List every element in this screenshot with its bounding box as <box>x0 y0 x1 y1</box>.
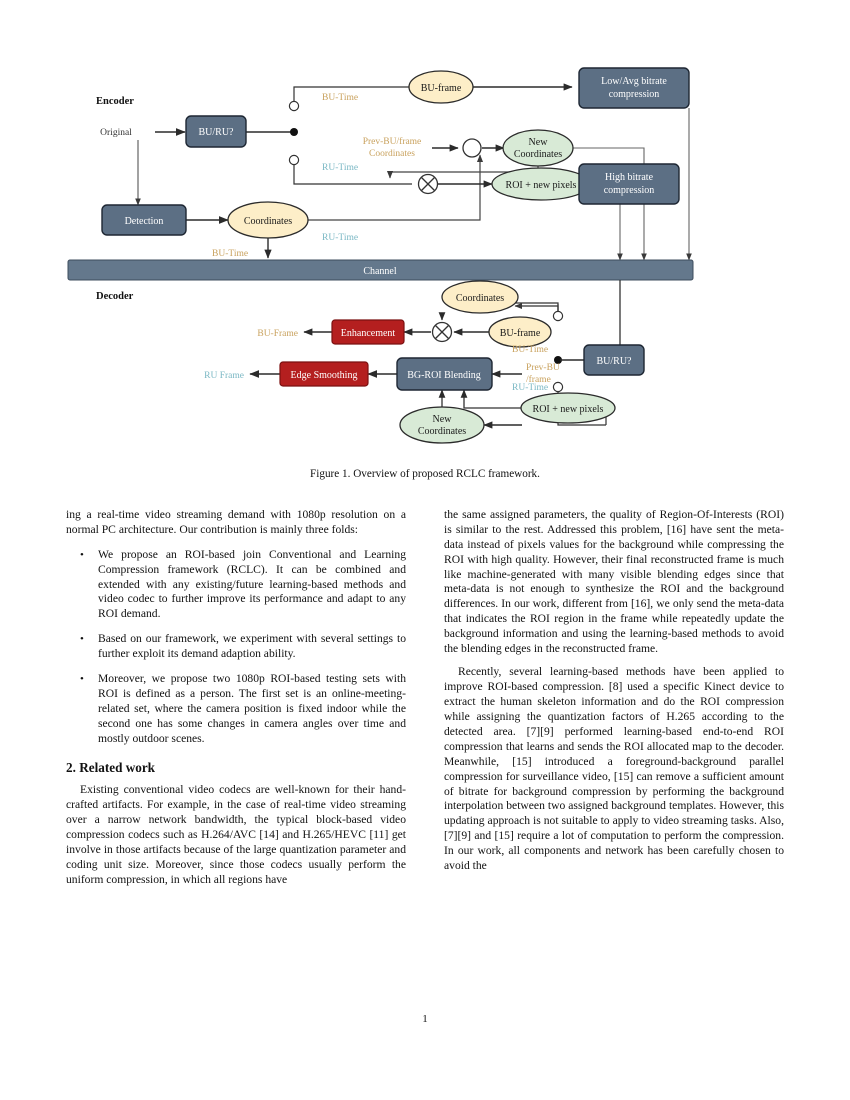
encoder-new-coords-line2: Coordinates <box>514 149 562 160</box>
bu-frame-output-label: BU-Frame <box>257 329 298 339</box>
encoder-bu-time-bottom-label: BU-Time <box>212 249 248 259</box>
decoder-new-coordinates-node: New Coordinates <box>399 406 485 444</box>
left-paragraph-2: Existing conventional video codecs are w… <box>66 783 406 886</box>
edge-smoothing-node: Edge Smoothing <box>279 361 369 387</box>
original-label: Original <box>100 128 132 138</box>
encoder-bu-ru-node: BU/RU? <box>185 115 247 148</box>
encoder-roi-new-pixels-label: ROI + new pixels <box>506 180 577 191</box>
high-bitrate-node: High bitrate compression <box>578 163 680 205</box>
channel-bar: Channel <box>67 259 694 281</box>
left-paragraph-1: ing a real-time video streaming demand w… <box>66 508 406 536</box>
decoder-coordinates-node: Coordinates <box>441 280 519 314</box>
encoder-ru-time-bottom-label: RU-Time <box>322 233 358 243</box>
right-paragraph-1: the same assigned parameters, the qualit… <box>444 508 784 656</box>
prev-bu-frame-decoder-label-group: Prev-BU /frame <box>526 363 560 385</box>
decoder-bu-frame-node: BU-frame <box>488 316 552 348</box>
prev-bu-frame-line2: Coordinates <box>369 149 415 159</box>
decoder-roi-new-pixels-node: ROI + new pixels <box>520 392 616 424</box>
enhancement-label: Enhancement <box>341 328 396 339</box>
encoder-section-label: Encoder <box>96 96 134 107</box>
page-number: 1 <box>422 1013 428 1025</box>
decoder-ru-time-label: RU-Time <box>512 383 548 393</box>
encoder-bu-frame-node: BU-frame <box>408 70 474 104</box>
prev-bu-frame-coordinates-label-group: Prev-BU/frame Coordinates <box>363 136 422 159</box>
right-paragraph-2: Recently, several learning-based methods… <box>444 665 784 872</box>
left-text-column: ing a real-time video streaming demand w… <box>66 508 406 888</box>
channel-label: Channel <box>363 266 397 277</box>
encoder-new-coordinates-node: New Coordinates <box>502 129 574 167</box>
decoder-section-label: Decoder <box>96 291 134 302</box>
encoder-new-coords-line1: New <box>529 137 549 148</box>
figure-caption: Figure 1. Overview of proposed RCLC fram… <box>310 468 540 480</box>
detection-label: Detection <box>125 216 164 227</box>
figure-1-diagram: Encoder <box>60 60 790 460</box>
encoder-bu-frame-label: BU-frame <box>421 83 462 94</box>
decoder-coordinates-label: Coordinates <box>456 293 504 304</box>
bg-roi-blending-node: BG-ROI Blending <box>396 357 493 391</box>
section-heading-related-work: 2. Related work <box>66 760 156 776</box>
encoder-roi-new-pixels-node: ROI + new pixels <box>491 167 591 201</box>
high-bitrate-line2: compression <box>604 185 655 196</box>
ru-frame-output-label: RU Frame <box>204 371 244 381</box>
list-item: Moreover, we propose two 1080p ROI-based… <box>80 672 406 746</box>
encoder-coordinates-label: Coordinates <box>244 216 292 227</box>
detection-node: Detection <box>101 204 187 236</box>
prev-bu-frame-line1: Prev-BU/frame <box>363 136 422 147</box>
decoder-bu-frame-label: BU-frame <box>500 328 541 339</box>
list-item: Based on our framework, we experiment wi… <box>80 632 406 662</box>
encoder-bu-time-top-label: BU-Time <box>322 93 358 103</box>
encoder-coordinates-node: Coordinates <box>227 201 309 239</box>
high-bitrate-line1: High bitrate <box>605 172 654 183</box>
decoder-prev-bu-line2: /frame <box>526 374 551 385</box>
decoder-new-coords-line1: New <box>433 414 453 425</box>
low-avg-bitrate-node: Low/Avg bitrate compression <box>578 67 690 109</box>
enhancement-node: Enhancement <box>331 319 405 345</box>
list-item: We propose an ROI-based join Conventiona… <box>80 548 406 622</box>
right-text-column: the same assigned parameters, the qualit… <box>444 508 784 874</box>
encoder-ru-time-mid-label: RU-Time <box>322 163 358 173</box>
low-avg-bitrate-line2: compression <box>609 89 660 100</box>
low-avg-bitrate-line1: Low/Avg bitrate <box>601 76 667 87</box>
decoder-bu-time-label: BU-Time <box>512 345 548 355</box>
edge-smoothing-label: Edge Smoothing <box>291 370 358 381</box>
decoder-roi-new-pixels-label: ROI + new pixels <box>533 404 604 415</box>
decoder-prev-bu-line1: Prev-BU <box>526 363 560 373</box>
decoder-bu-ru-node: BU/RU? <box>583 344 645 376</box>
bg-roi-blending-label: BG-ROI Blending <box>407 370 481 381</box>
decoder-new-coords-line2: Coordinates <box>418 426 466 437</box>
encoder-bu-ru-label: BU/RU? <box>199 127 235 138</box>
contribution-bullet-list: We propose an ROI-based join Conventiona… <box>66 548 406 747</box>
decoder-bu-ru-label: BU/RU? <box>597 356 633 367</box>
